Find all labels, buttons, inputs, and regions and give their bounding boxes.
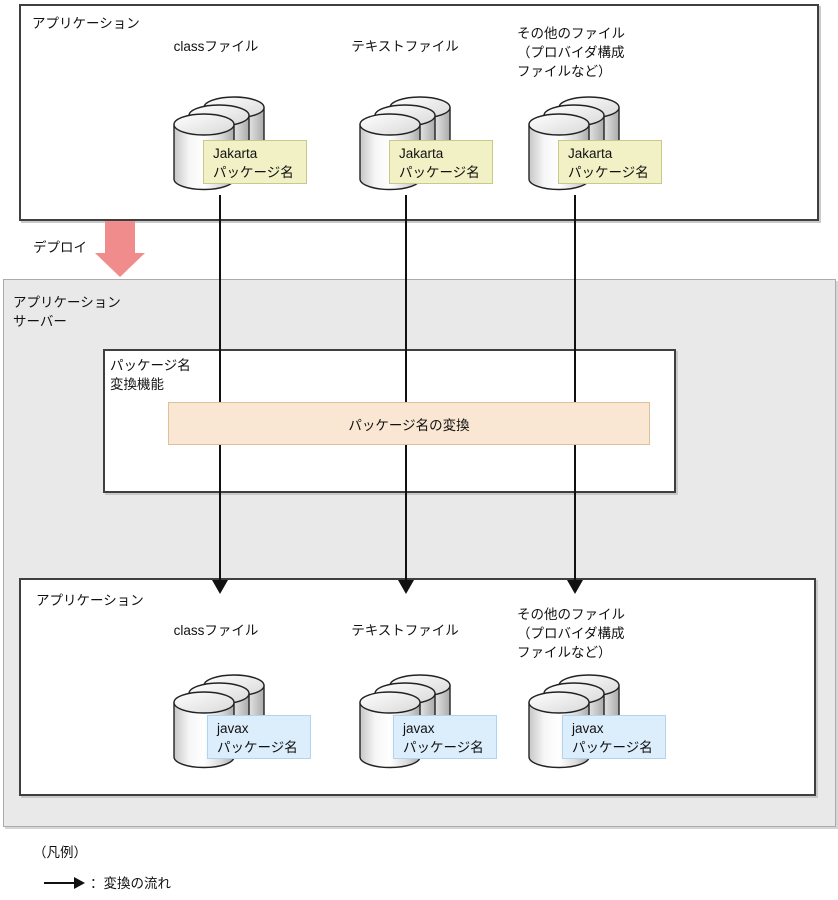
application-server-title: アプリケーション サーバー	[13, 293, 121, 331]
badge-line2: パッケージ名	[568, 165, 649, 180]
javax-package-badge: javax パッケージ名	[207, 715, 311, 759]
deploy-arrow-icon	[105, 221, 135, 254]
badge-line1: javax	[572, 721, 604, 736]
top-col1-header: classファイル	[173, 39, 259, 54]
jakarta-package-badge: Jakarta パッケージ名	[389, 140, 493, 184]
badge-line2: パッケージ名	[217, 740, 298, 755]
badge-line1: Jakarta	[568, 146, 613, 161]
lower-col1-header: classファイル	[173, 623, 259, 638]
lower-col2-header: テキストファイル	[351, 623, 459, 638]
converter-title-line1: パッケージ名	[110, 358, 191, 373]
badge-line1: Jakarta	[399, 146, 444, 161]
deploy-label: デプロイ	[33, 240, 87, 255]
lower-col3-header-line2: （プロバイダ構成	[517, 626, 625, 641]
server-title-line2: サーバー	[13, 314, 67, 329]
legend-arrow-label: ：変換の流れ	[90, 876, 171, 891]
flow-arrowhead-icon	[398, 580, 414, 594]
jakarta-package-badge: Jakarta パッケージ名	[558, 140, 662, 184]
badge-line2: パッケージ名	[213, 165, 294, 180]
badge-line2: パッケージ名	[572, 740, 653, 755]
top-application-title: アプリケーション	[32, 16, 140, 31]
legend-arrow-line	[44, 882, 74, 884]
server-title-line1: アプリケーション	[13, 295, 121, 310]
flow-arrowhead-icon	[212, 580, 228, 594]
badge-line1: javax	[403, 721, 435, 736]
converter-title-line2: 変換機能	[110, 377, 164, 392]
deploy-arrowhead-icon	[95, 253, 145, 277]
badge-line2: パッケージ名	[403, 740, 484, 755]
badge-line1: Jakarta	[213, 146, 258, 161]
process-bar-label: パッケージ名の変換	[348, 417, 470, 433]
lower-col3-header-line1: その他のファイル	[517, 607, 625, 622]
top-col2-header: テキストファイル	[351, 39, 459, 54]
package-conversion-process-bar: パッケージ名の変換	[168, 402, 650, 445]
flow-arrow-line	[219, 195, 221, 582]
package-converter-title: パッケージ名 変換機能	[110, 356, 191, 394]
javax-package-badge: javax パッケージ名	[562, 715, 666, 759]
badge-line1: javax	[217, 721, 249, 736]
lower-col3-header: その他のファイル （プロバイダ構成 ファイルなど）	[517, 605, 625, 662]
javax-package-badge: javax パッケージ名	[393, 715, 497, 759]
flow-arrow-line	[574, 195, 576, 582]
legend-arrowhead-icon	[74, 877, 85, 889]
top-col3-header: その他のファイル （プロバイダ構成 ファイルなど）	[517, 24, 625, 81]
lower-col3-header-line3: ファイルなど）	[517, 645, 612, 660]
legend-heading: （凡例）	[33, 845, 87, 860]
jakarta-package-badge: Jakarta パッケージ名	[203, 140, 307, 184]
top-col3-header-line3: ファイルなど）	[517, 64, 612, 79]
badge-line2: パッケージ名	[399, 165, 480, 180]
top-col3-header-line1: その他のファイル	[517, 26, 625, 41]
flow-arrowhead-icon	[567, 580, 583, 594]
lower-application-title: アプリケーション	[36, 593, 144, 608]
top-col3-header-line2: （プロバイダ構成	[517, 45, 625, 60]
flow-arrow-line	[405, 195, 407, 582]
